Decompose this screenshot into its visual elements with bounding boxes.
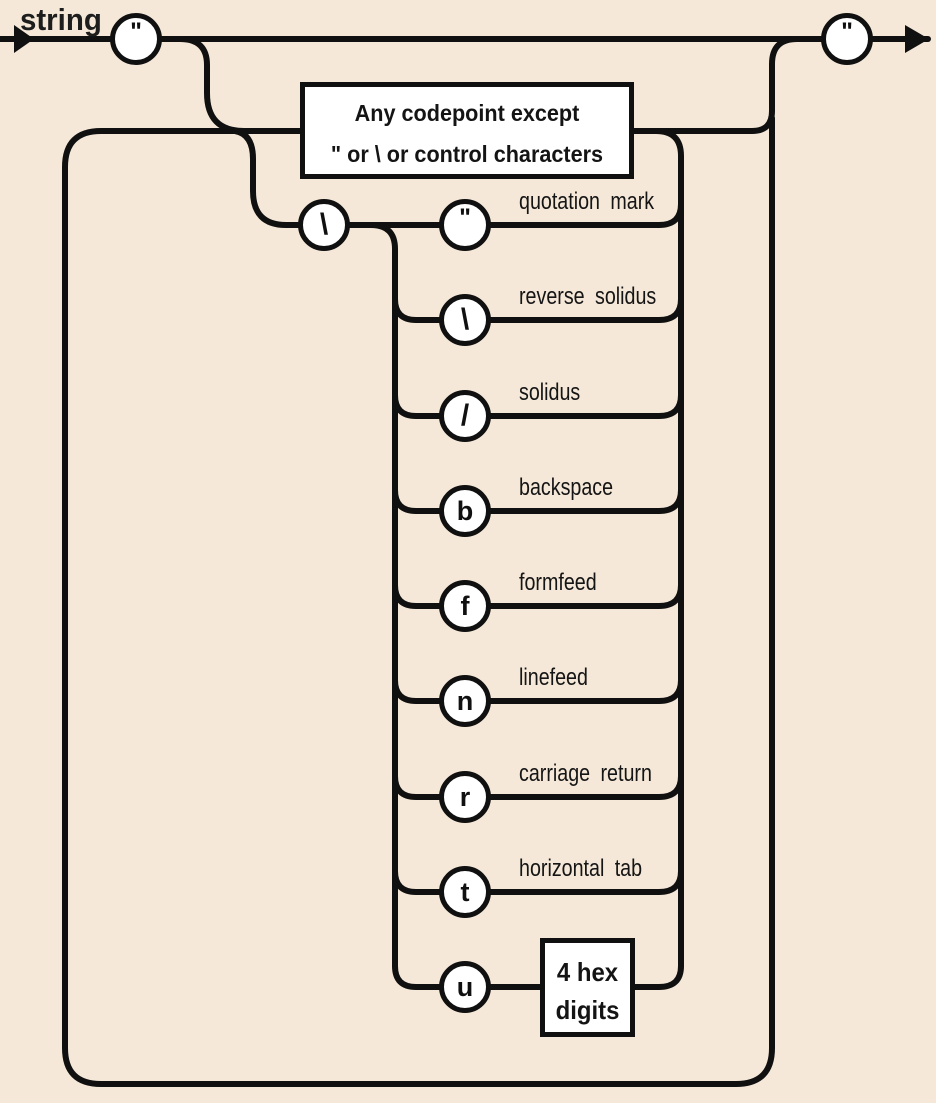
escape-f-terminal: f — [439, 580, 491, 632]
escape-label-horizontal-tab: horizontal tab — [519, 855, 643, 882]
hex-digits-box: 4 hex digits — [540, 938, 635, 1037]
any-codepoint-line1: Any codepoint except — [354, 100, 580, 126]
any-codepoint-box: Any codepoint except " or \ or control c… — [300, 82, 634, 179]
hex-digits-line2: digits — [555, 995, 620, 1025]
start-arrow-icon — [14, 25, 34, 53]
escape-label-formfeed: formfeed — [519, 569, 597, 596]
escape-label-linefeed: linefeed — [519, 664, 588, 691]
escape-backslash-terminal: \ — [298, 199, 350, 251]
escape-u-terminal: u — [439, 961, 491, 1013]
escape-slash-terminal: / — [439, 390, 491, 442]
escape-label-solidus: solidus — [519, 379, 581, 406]
hex-digits-line1: 4 hex — [556, 957, 619, 987]
any-codepoint-line2: " or \ or control characters — [330, 141, 604, 167]
end-arrow-icon — [905, 25, 929, 53]
escape-t-terminal: t — [439, 866, 491, 918]
diagram-title: string — [20, 2, 102, 37]
connector-paths — [0, 36, 931, 1087]
escape-n-terminal: n — [439, 675, 491, 727]
escape-label-carriage-return: carriage return — [519, 760, 652, 787]
escape-label-reverse-solidus: reverse solidus — [519, 283, 657, 310]
escape-label-quotation-mark: quotation mark — [519, 188, 655, 215]
escape-r-terminal: r — [439, 771, 491, 823]
open-quote-terminal: " — [110, 13, 162, 65]
escape-b-terminal: b — [439, 485, 491, 537]
escape-backslash2-terminal: \ — [439, 294, 491, 346]
close-quote-terminal: " — [821, 13, 873, 65]
escape-label-backspace: backspace — [519, 474, 614, 501]
escape-quote-terminal: " — [439, 199, 491, 251]
